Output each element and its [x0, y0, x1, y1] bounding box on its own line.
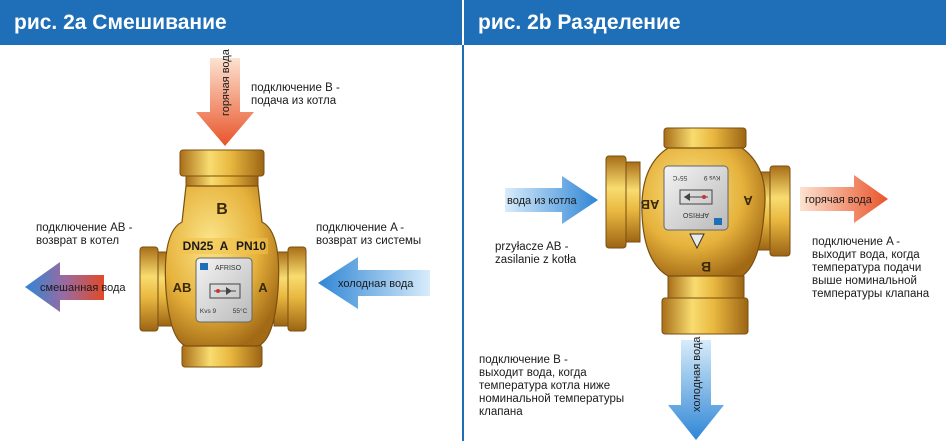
valve-right-temp: 55°C: [672, 174, 687, 182]
mixing-valve: [139, 149, 307, 368]
valve-right-kvs: Kvs 9: [703, 174, 720, 181]
valve-right-port-a: A: [743, 193, 753, 208]
valve-pn-mark: PN10: [236, 239, 266, 253]
valve-right-port-ab: AB: [641, 197, 660, 212]
valve-port-a: A: [258, 280, 268, 295]
valve-dn-mark: DN25: [183, 239, 214, 253]
mixing-header: рис. 2а Смешивание: [0, 0, 462, 45]
cold-water-arrow-label: холодная вода: [338, 278, 414, 290]
cold-water-arrow-left: холодная вода: [318, 257, 430, 309]
boiler-water-arrow-right: вода из котла: [505, 176, 598, 224]
valve-kvs: Kvs 9: [200, 308, 217, 315]
diverting-header: рис. 2b Разделение: [464, 0, 946, 45]
valve-a-mark: A: [220, 239, 229, 253]
valve-right-port-b: B: [701, 259, 711, 275]
right-conn-a-label: подключение A - выходит вода, когда темп…: [812, 236, 930, 300]
valve-port-b: B: [216, 201, 228, 218]
left-conn-b-label: подключение B - подача из котла: [251, 82, 340, 107]
valve-right-brand: AFRISO: [682, 211, 709, 218]
left-conn-a-label: подключение A - возврат из системы: [316, 222, 422, 247]
panel-divider: [462, 45, 464, 441]
cold-water-arrow-down-label: холодная вода: [691, 336, 703, 412]
right-conn-ab-label: przyłacze AB - zasilanie z kotła: [495, 241, 577, 266]
valve-port-ab: AB: [173, 280, 192, 295]
diverting-valve: [605, 127, 791, 335]
hot-water-arrow-label: горячая вода: [220, 48, 232, 116]
valve-brand: AFRISO: [215, 265, 242, 272]
cold-water-arrow-down: холодная вода: [668, 336, 724, 440]
mixed-water-arrow-label: смешанная вода: [40, 282, 126, 294]
right-conn-b-label: подключение B - выходит вода, когда темп…: [479, 354, 625, 418]
hot-water-arrow-right-label: горячая вода: [805, 194, 873, 206]
valve-temp: 55°C: [233, 307, 248, 315]
left-conn-ab-label: подключение AB - возврат в котел: [36, 222, 133, 247]
hot-water-arrow-right: горячая вода: [800, 175, 888, 223]
boiler-water-arrow-label: вода из котла: [507, 195, 577, 207]
mixed-water-arrow-left: смешанная вода: [25, 262, 126, 312]
hot-water-arrow-down: горячая вода: [196, 48, 254, 146]
